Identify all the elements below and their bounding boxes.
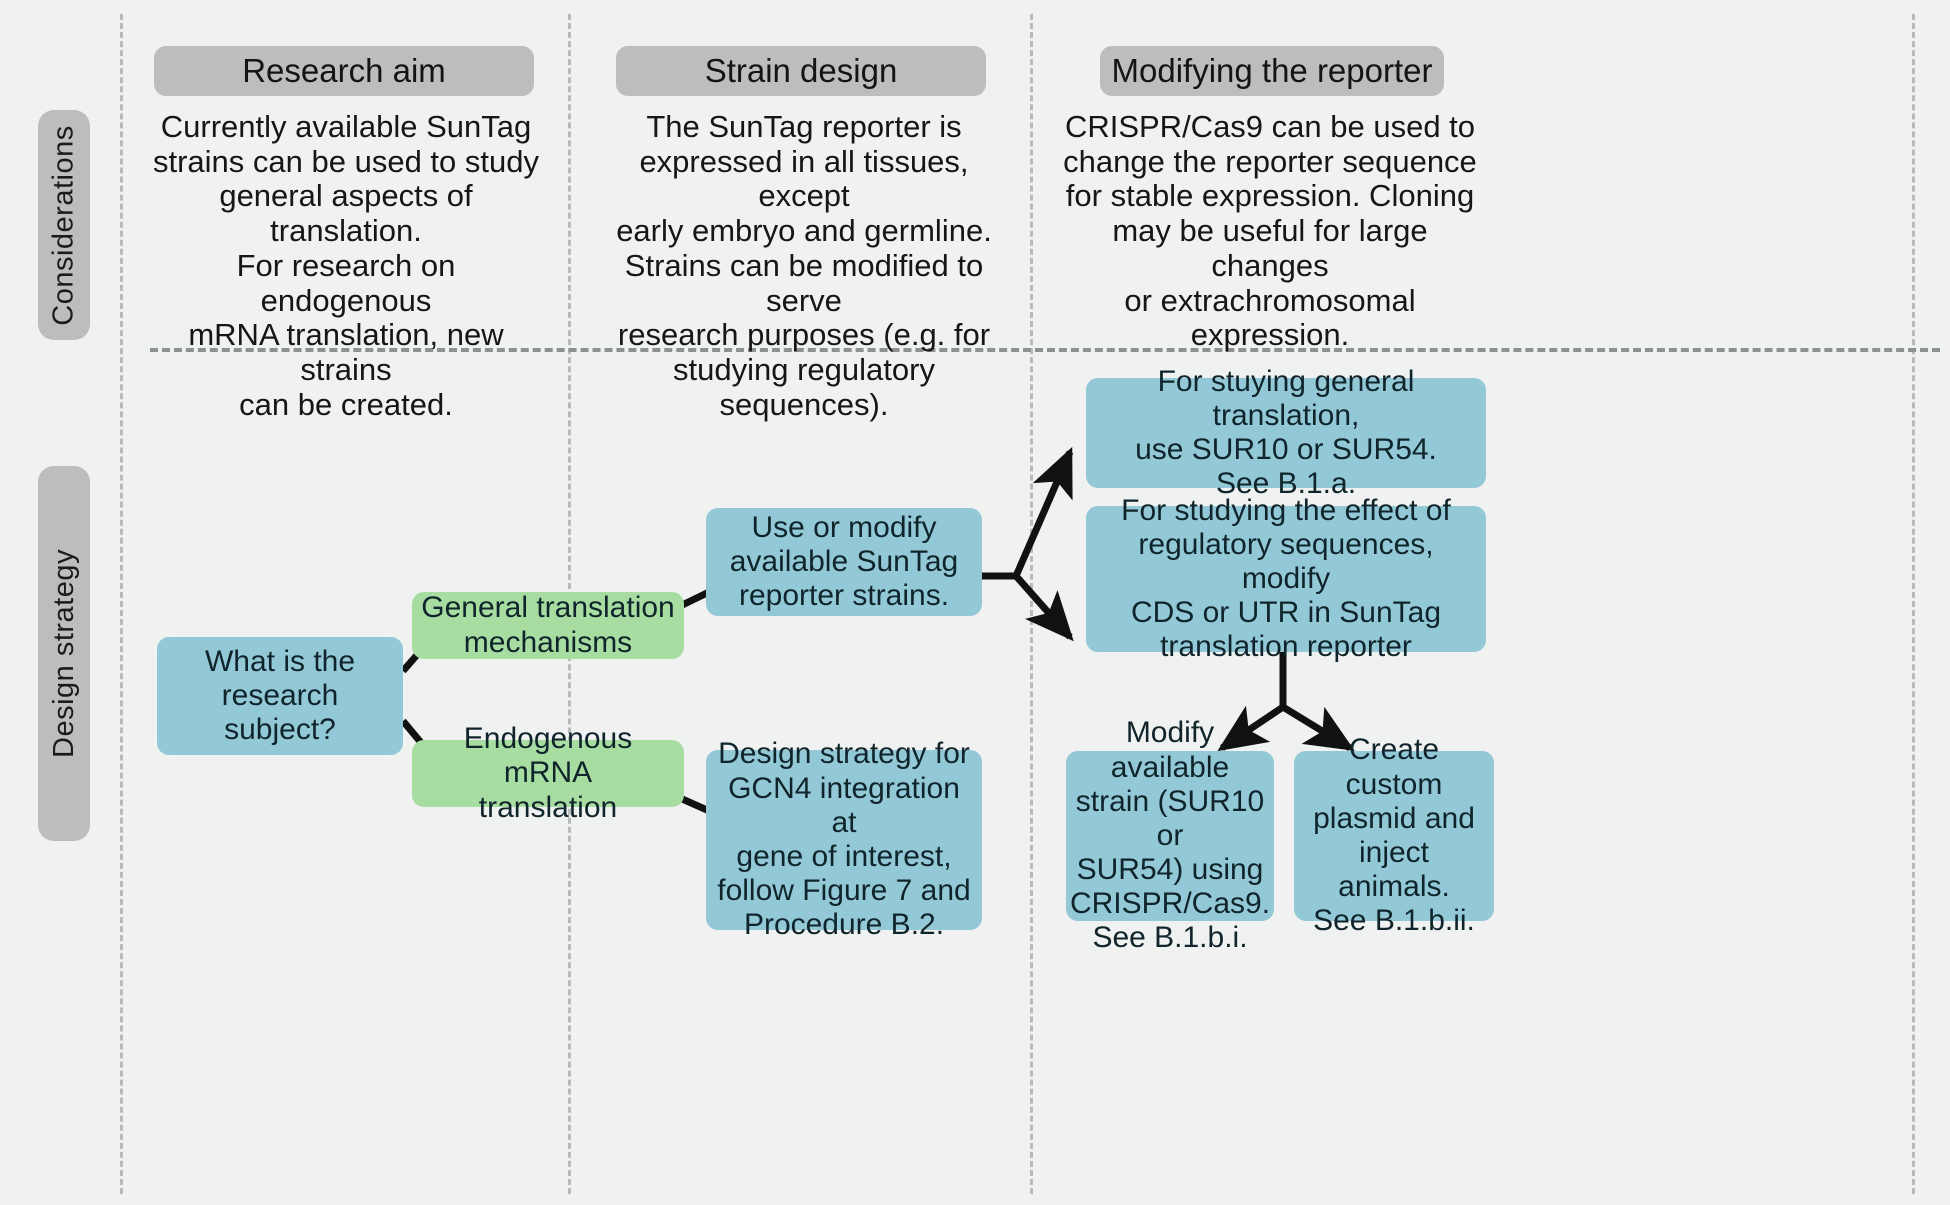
flow-node-gcn4-integration[interactable]: Design strategy for GCN4 integration at … xyxy=(706,737,982,941)
row-label-considerations: Considerations xyxy=(38,110,90,340)
flow-node-study-general[interactable]: For stuying general translation, use SUR… xyxy=(1086,365,1486,500)
row-label-considerations-text: Considerations xyxy=(47,124,80,326)
arrow-use-or-modify-to-study-regulatory xyxy=(1013,573,1074,642)
column-header-strain-design-text: Strain design xyxy=(704,52,898,89)
column-header-strain-design: Strain design xyxy=(616,46,986,96)
consideration-research-aim: Currently available SunTag strains can b… xyxy=(152,109,539,422)
flow-node-general-translation[interactable]: General translation mechanisms xyxy=(412,591,684,659)
consideration-strain-design: The SunTag reporter is expressed in all … xyxy=(616,109,992,422)
arrow-use-or-modify-to-study-general xyxy=(1012,446,1074,578)
flow-node-endogenous-mrna[interactable]: Endogenous mRNA translation xyxy=(412,722,684,824)
flow-node-create-custom-plasmid[interactable]: Create custom plasmid and inject animals… xyxy=(1294,733,1494,937)
column-header-modifying-the-reporter: Modifying the reporter xyxy=(1100,46,1444,96)
flow-node-research-subject[interactable]: What is the research subject? xyxy=(157,637,403,755)
row-label-design-strategy: Design strategy xyxy=(38,466,90,841)
column-header-modifying-the-reporter-text: Modifying the reporter xyxy=(1111,52,1433,89)
column-divider-4 xyxy=(1912,14,1915,1194)
column-divider-3 xyxy=(1030,14,1033,1194)
flow-node-modify-strain-crispr[interactable]: Modify available strain (SUR10 or SUR54)… xyxy=(1066,716,1274,954)
flow-node-study-regulatory[interactable]: For studying the effect of regulatory se… xyxy=(1086,494,1486,663)
flow-node-use-or-modify[interactable]: Use or modify available SunTag reporter … xyxy=(706,508,982,616)
column-header-research-aim: Research aim xyxy=(154,46,534,96)
column-header-research-aim-text: Research aim xyxy=(242,52,446,89)
row-divider xyxy=(150,348,1940,352)
consideration-modifying-the-reporter: CRISPR/Cas9 can be used to change the re… xyxy=(1063,109,1477,353)
row-label-design-strategy-text: Design strategy xyxy=(47,549,80,758)
column-divider-1 xyxy=(120,14,123,1194)
